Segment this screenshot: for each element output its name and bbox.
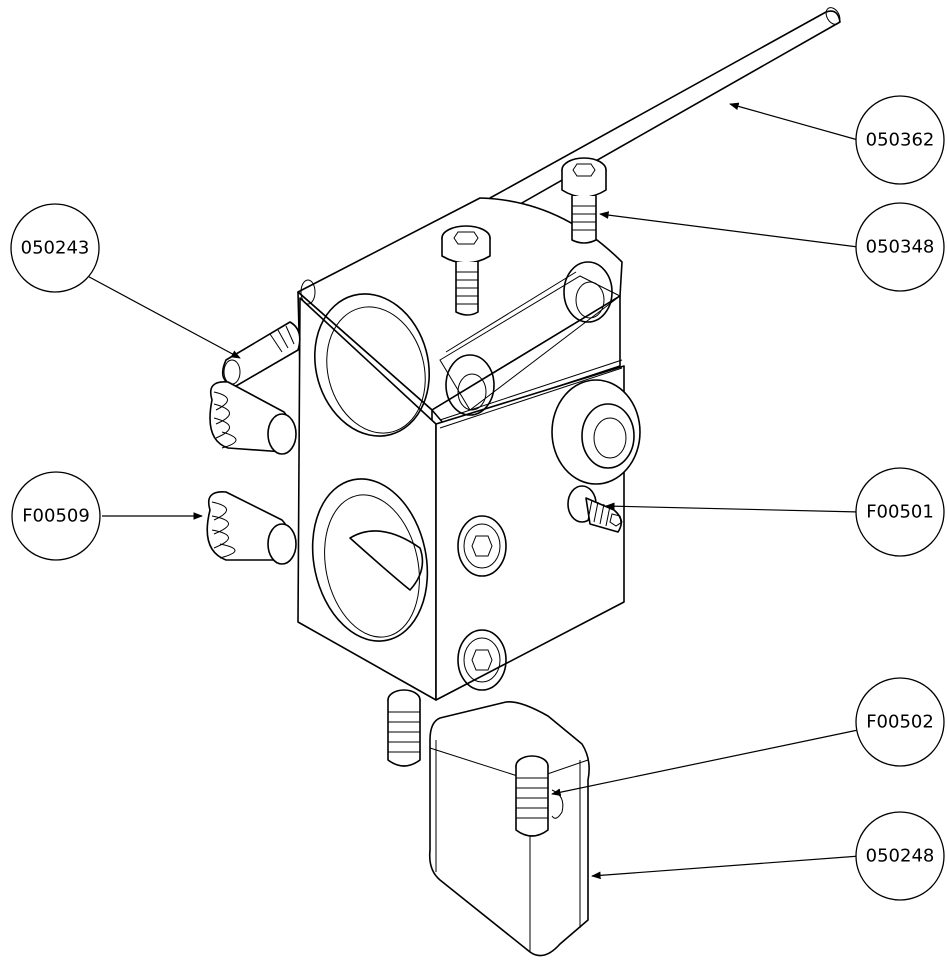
leader-F00502 [551, 729, 859, 796]
callout-label: F00502 [866, 712, 934, 733]
callout-F00502: F00502 [855, 677, 945, 767]
leader-050243 [79, 271, 241, 359]
dowel-pin-part [221, 321, 301, 387]
callout-050348: 050348 [855, 202, 945, 292]
leader-050362 [729, 102, 859, 141]
main-block [297, 197, 641, 701]
callout-050248: 050248 [855, 811, 945, 901]
callout-label: 050362 [866, 130, 935, 151]
socket-screw-lower [457, 629, 507, 691]
callout-label: F00501 [866, 502, 934, 523]
callout-label: 050348 [866, 237, 935, 258]
cap-screw-top-right [561, 157, 607, 244]
set-screw-left-lower [206, 491, 297, 565]
callout-F00509: F00509 [11, 471, 101, 561]
clamp-block [428, 700, 590, 957]
callout-label: 050248 [866, 846, 935, 867]
leader-F00501 [605, 502, 861, 513]
callout-050243: 050243 [10, 203, 100, 293]
callout-label: 050243 [21, 238, 90, 259]
leader-050348 [599, 211, 859, 248]
callout-label: F00509 [22, 506, 90, 527]
set-screw-left-upper [209, 381, 297, 455]
leader-lines [79, 102, 861, 880]
rod-part [489, 7, 841, 213]
set-screw-clamp [515, 755, 564, 837]
callout-F00501: F00501 [855, 467, 945, 557]
leader-050248 [591, 855, 861, 880]
set-screw-bottom [387, 689, 421, 767]
set-screw-right [567, 485, 623, 533]
callout-050362: 050362 [855, 95, 945, 185]
cap-screw-top-left [441, 225, 491, 316]
socket-screw-upper [457, 515, 507, 577]
